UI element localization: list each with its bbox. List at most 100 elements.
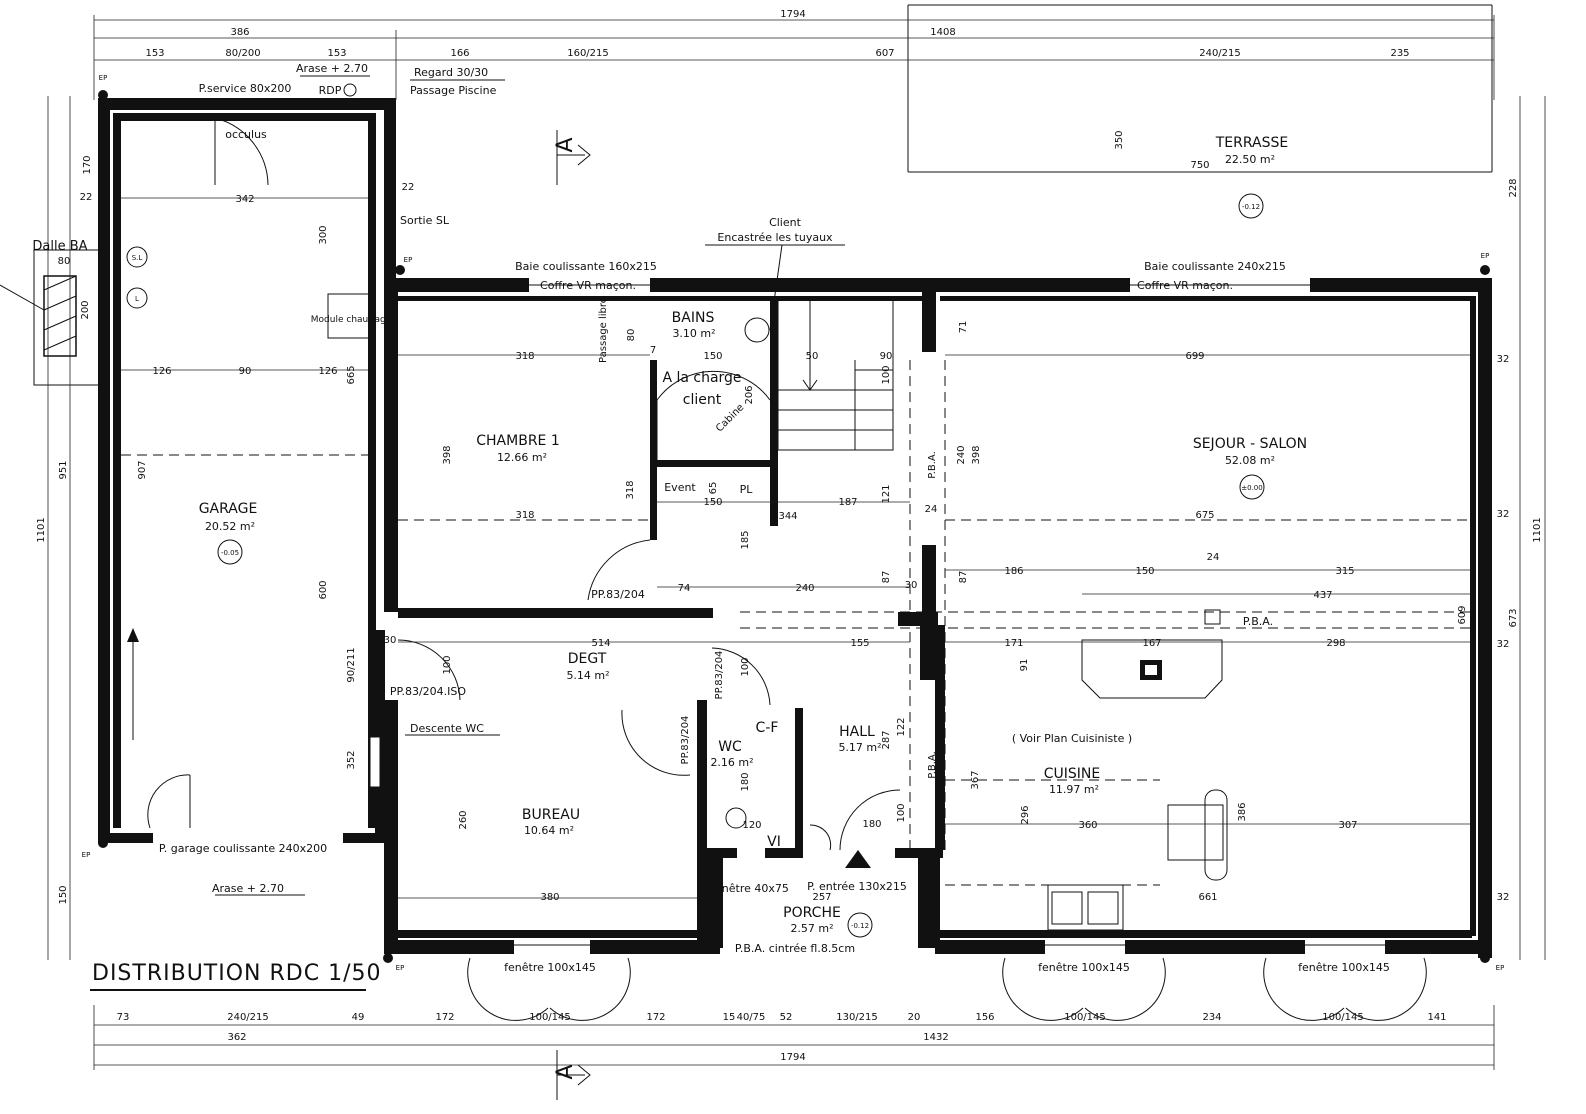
level-terrasse: -0.12 xyxy=(1242,203,1260,211)
dim-right-32a: 32 xyxy=(1497,354,1510,365)
label-fenetre-100-1: fenêtre 100x145 xyxy=(504,961,596,974)
room-area-chambre: 12.66 m² xyxy=(497,451,547,464)
label-client: Client xyxy=(769,216,802,229)
dim-24b: 24 xyxy=(1207,552,1220,563)
label-encastree: Encastrée les tuyaux xyxy=(717,231,833,244)
level-marker-sejour xyxy=(1239,474,1265,500)
dim-left-1101: 1101 xyxy=(36,517,47,542)
dim-22-sl: 22 xyxy=(402,182,415,193)
label-rdp: RDP xyxy=(319,84,342,97)
dim-126b: 126 xyxy=(318,366,337,377)
room-name-garage: GARAGE xyxy=(199,501,258,517)
dim-bottom-row-15: 141 xyxy=(1427,1012,1446,1023)
dim-bottom-row-0: 73 xyxy=(117,1012,130,1023)
dim-180b: 180 xyxy=(740,772,751,791)
label-baie-240: Baie coulissante 240x215 xyxy=(1144,260,1286,273)
label-sl: S.L xyxy=(132,254,143,262)
dim-bottom-row-12: 100/145 xyxy=(1064,1012,1106,1023)
dim-206: 206 xyxy=(744,385,755,404)
dim-665: 665 xyxy=(346,365,357,384)
level-garage: -0.05 xyxy=(221,549,239,557)
dim-left-951: 951 xyxy=(58,460,69,479)
dim-top-row-3: 166 xyxy=(450,48,469,59)
label-pp83-iso: PP.83/204.ISO xyxy=(390,685,466,698)
dim-296: 296 xyxy=(1020,805,1031,824)
room-name-degt: DEGT xyxy=(568,651,607,667)
label-coffre-vr-1: Coffre VR maçon. xyxy=(540,279,636,292)
level-marker-porche xyxy=(847,912,873,938)
dim-bottom-row-1: 240/215 xyxy=(227,1012,269,1023)
dim-bottom-row-3: 172 xyxy=(435,1012,454,1023)
dim-30a: 30 xyxy=(905,580,918,591)
dim-100d: 100 xyxy=(896,803,907,822)
dim-30b: 30 xyxy=(384,635,397,646)
section-a-bottom-arrow xyxy=(556,1050,591,1100)
dim-350: 350 xyxy=(1114,130,1125,149)
dim-right-32b: 32 xyxy=(1497,509,1510,520)
dim-top-row-4: 160/215 xyxy=(567,48,609,59)
dim-bottom-row-13: 234 xyxy=(1202,1012,1221,1023)
dim-50: 50 xyxy=(806,351,819,362)
label-p-service: P.service 80x200 xyxy=(199,82,292,95)
label-ep-1: EP xyxy=(99,74,108,82)
room-area-bains: 3.10 m² xyxy=(672,327,715,340)
label-ep-5: EP xyxy=(396,964,405,972)
dim-bottom-362: 362 xyxy=(227,1032,246,1043)
dim-318a: 318 xyxy=(515,351,534,362)
room-name-bains: BAINS xyxy=(672,310,715,326)
dim-126a: 126 xyxy=(152,366,171,377)
dim-167: 167 xyxy=(1142,638,1161,649)
dim-675: 675 xyxy=(1195,510,1214,521)
dim-bottom-row-7: 40/75 xyxy=(737,1012,766,1023)
dim-bottom-row-14: 100/145 xyxy=(1322,1012,1364,1023)
section-a-top: A xyxy=(553,137,578,152)
plan-title-block: DISTRIBUTION RDC 1/50 xyxy=(90,961,380,991)
interior-dimensions: 342 300 126 90 126 907 665 600 90/211 35… xyxy=(137,130,1468,903)
room-name-hall: HALL xyxy=(839,724,875,740)
label-vi: VI xyxy=(767,834,781,850)
dim-150b: 150 xyxy=(703,497,722,508)
dim-344: 344 xyxy=(778,511,797,522)
dim-24a: 24 xyxy=(925,504,938,515)
dim-907: 907 xyxy=(137,460,148,479)
dim-right-32d: 32 xyxy=(1497,892,1510,903)
room-name-cuisine: CUISINE xyxy=(1044,766,1101,782)
dim-600: 600 xyxy=(318,580,329,599)
label-passage-libre: Passage libre xyxy=(598,297,609,363)
label-pba-1: P.B.A. xyxy=(927,451,938,479)
label-dalle-ba: Dalle BA xyxy=(32,239,87,254)
label-p-garage: P. garage coulissante 240x200 xyxy=(159,842,327,855)
label-voir-plan: ( Voir Plan Cuisiniste ) xyxy=(1012,732,1132,745)
label-occulus: occulus xyxy=(225,128,267,141)
label-pp83-1: PP.83/204 xyxy=(591,588,645,601)
dim-right-228: 228 xyxy=(1508,178,1519,197)
level-sejour: ±0.00 xyxy=(1241,484,1262,492)
dim-750: 750 xyxy=(1190,160,1209,171)
label-a-la-charge: A la charge xyxy=(662,370,741,386)
dim-top-386: 386 xyxy=(230,27,249,38)
label-client-2: client xyxy=(683,392,722,408)
label-fenetre-40: fenêtre 40x75 xyxy=(711,882,789,895)
room-area-garage: 20.52 m² xyxy=(205,520,255,533)
label-module-chauffage: Module chauffage xyxy=(311,315,392,325)
room-area-cuisine: 11.97 m² xyxy=(1049,783,1099,796)
dim-315: 315 xyxy=(1335,566,1354,577)
ep-marker-3 xyxy=(1480,265,1490,275)
dim-right-1101: 1101 xyxy=(1532,517,1543,542)
label-arase-bottom: Arase + 2.70 xyxy=(212,882,284,895)
dim-bottom-row-10: 20 xyxy=(908,1012,921,1023)
ep-marker-6 xyxy=(1480,953,1490,963)
side-dimensions: 1101 951 150 170 22 80 200 1101 228 673 … xyxy=(36,155,1543,904)
dim-367: 367 xyxy=(970,770,981,789)
dim-437: 437 xyxy=(1313,590,1332,601)
dim-top-row-0: 153 xyxy=(145,48,164,59)
dim-180a: 180 xyxy=(862,819,881,830)
label-regard: Regard 30/30 xyxy=(414,66,488,79)
dim-top-1408: 1408 xyxy=(930,27,955,38)
room-area-hall: 5.17 m² xyxy=(838,741,881,754)
ep-marker-5 xyxy=(383,953,393,963)
room-area-sejour: 52.08 m² xyxy=(1225,454,1275,467)
dim-298: 298 xyxy=(1326,638,1345,649)
bottom-dimensions: 73 240/215 49 172 100/145 172 15 40/75 5… xyxy=(117,1012,1447,1063)
